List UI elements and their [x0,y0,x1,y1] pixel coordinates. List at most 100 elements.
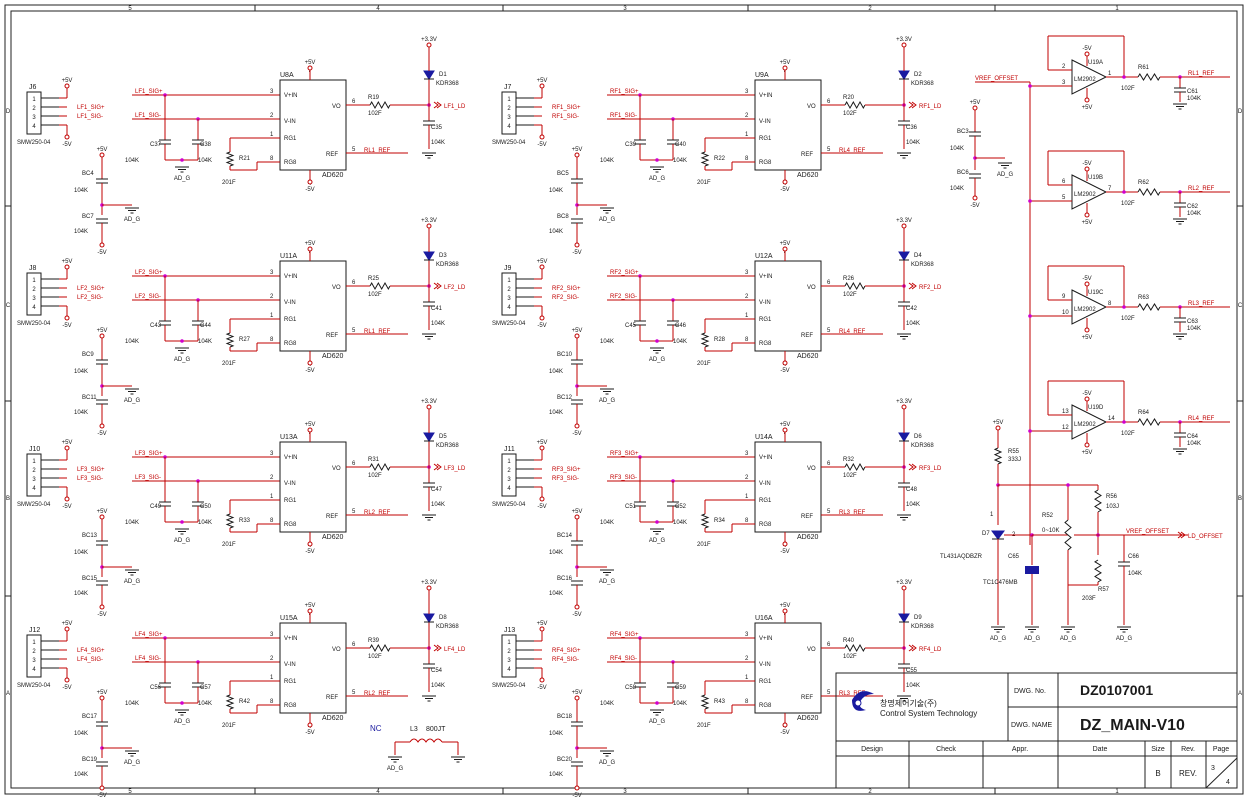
bcap-value: 104K [950,146,964,152]
cf-ref: C55 [906,668,918,674]
power-label: +5V [780,603,791,609]
rs-ref: R20 [843,95,855,101]
resistor-symbol [369,281,391,291]
company-name-english: Control System Technology [880,709,977,718]
resistor-symbol [1064,519,1072,551]
amp-pin-number: 8 [745,518,749,524]
net-sig-minus: LF1_SIG- [77,114,103,120]
cap-value: 104K [600,520,614,526]
opamp-part: LM2902 [1074,307,1096,313]
bcap-ref: BC9 [82,352,94,358]
connector-body [26,91,42,135]
amp-pin-name: RG8 [759,160,772,166]
connector-pin-number: 4 [32,124,36,130]
connector-part: SMW250-04 [17,502,51,508]
cap-value: 104K [198,520,212,526]
buffer-res-value: 102F [1121,86,1135,92]
amp-pin-name: RG1 [759,136,772,142]
cf-ref: C47 [431,487,443,493]
amp-pin-number: 5 [827,690,831,696]
amp-pin-name: RG8 [759,341,772,347]
connector-pin-number: 2 [32,287,36,293]
power-label: +3.3V [896,218,912,224]
ground-label: AD_G [174,719,191,725]
amp-pin-name: RG1 [284,136,297,142]
net-sig-minus: LF2_SIG- [135,294,161,300]
diode-symbol [898,432,910,442]
buffer-res-value: 102F [1121,316,1135,322]
connector-pin-number: 2 [507,287,511,293]
net-flag [1177,531,1186,539]
net-sig-minus: LF3_SIG- [77,476,103,482]
net-sig-minus: RF3_SIG- [610,475,637,481]
connector-pin-number: 4 [507,305,511,311]
cap-value: 104K [673,339,687,345]
bcap-ref: BC8 [557,214,569,220]
power-terminal [64,496,70,502]
net-sig-minus: RF4_SIG- [610,656,637,662]
amp-pin-number: 5 [827,509,831,515]
amp-pin-number: 2 [745,113,749,119]
amp-pin-number: 3 [270,451,274,457]
rs-value: 102F [843,654,857,660]
amp-pin-number: 1 [270,132,274,138]
buffer-cap-value: 104K [1187,96,1201,102]
amp-pin-number: 6 [827,99,831,105]
diode-part: KDR368 [911,443,934,449]
bcap-value: 104K [74,410,88,416]
power-label: +5V [305,422,316,428]
net-flag [433,644,442,652]
page-number: 3 [1211,765,1215,772]
amp-pin-number: 1 [270,675,274,681]
power-label: +5V [1082,450,1093,456]
power-terminal [574,695,580,701]
rs-ref: R19 [368,95,380,101]
bcap-value: 104K [74,550,88,556]
amp-pin-name: V+IN [284,636,298,642]
power-label: +5V [780,422,791,428]
diode-ref: D6 [914,434,922,440]
junction-dot [655,520,659,524]
amp-pin-name: VO [807,285,816,291]
power-terminal [307,65,313,71]
net-ld-out: LF4_LD [444,647,466,653]
cf-ref: C42 [906,306,918,312]
power-terminal [574,604,580,610]
ground-label: AD_G [649,538,666,544]
amp-pin-name: RG8 [284,703,297,709]
power-label: +5V [97,147,108,153]
amp-pin-number: 6 [352,280,356,286]
rs-value: 102F [368,654,382,660]
power-terminal [307,427,313,433]
power-terminal [1084,51,1090,57]
amp-body [279,622,347,714]
c65-part: TC1C476MB [983,580,1018,586]
power-label: -5V [780,368,789,374]
rg-ref: R27 [239,337,251,343]
junction-dot [1122,190,1126,194]
net-rl-ref: RL4_REF [1188,416,1215,422]
diode-part: KDR368 [436,81,459,87]
opamp-part: LM2902 [1074,192,1096,198]
zone-col-label-bottom: 5 [128,789,132,795]
rg-ref: R28 [714,337,726,343]
power-terminal [64,445,70,451]
amp-pin-name: VO [332,647,341,653]
amp-pin-name: V+IN [759,455,773,461]
power-label: +5V [305,241,316,247]
connector-body [26,634,42,678]
opamp-symbol [1071,289,1108,325]
connector-pin-number: 3 [32,115,36,121]
diode-ref: D4 [914,253,922,259]
opamp-part: LM2902 [1074,422,1096,428]
rs-value: 102F [368,111,382,117]
power-terminal [901,404,907,410]
d7-part: TL431AQDBZR [940,554,983,560]
zone-row-label-left: B [6,496,10,502]
opamp-pin-number: 2 [1062,64,1066,70]
amp-pin-name: REF [801,514,813,520]
power-label: -5V [537,323,546,329]
amp-pin-name: REF [801,695,813,701]
size-value: B [1155,769,1160,778]
rg-ref: R43 [714,699,726,705]
